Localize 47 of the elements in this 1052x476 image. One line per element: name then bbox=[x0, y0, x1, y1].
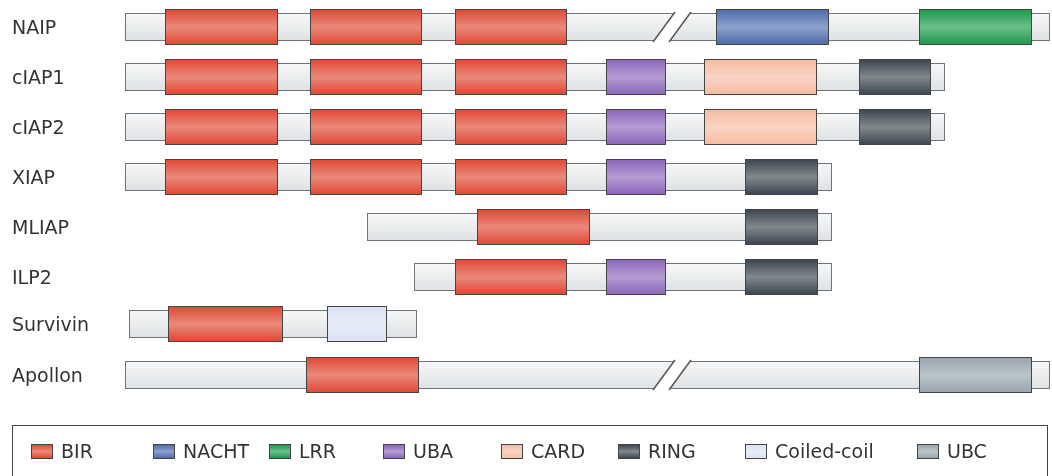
domain-box bbox=[745, 159, 818, 195]
legend-label: NACHT bbox=[183, 440, 250, 462]
legend-label: UBC bbox=[947, 440, 987, 462]
domain-box bbox=[919, 9, 1032, 45]
domain-box bbox=[165, 9, 278, 45]
protein-name: XIAP bbox=[12, 165, 56, 189]
domain-box bbox=[165, 109, 278, 145]
domain-box bbox=[310, 159, 422, 195]
domain-box bbox=[310, 59, 422, 95]
domain-box bbox=[704, 109, 817, 145]
protein-name: Apollon bbox=[12, 363, 83, 387]
domain-box bbox=[606, 259, 666, 295]
domain-box bbox=[310, 109, 422, 145]
legend-label: LRR bbox=[299, 440, 336, 462]
domain-box bbox=[745, 259, 818, 295]
protein-name: ILP2 bbox=[12, 265, 52, 289]
domain-box bbox=[455, 159, 567, 195]
domain-box bbox=[606, 59, 666, 95]
protein-name: cIAP2 bbox=[12, 115, 65, 139]
domain-box bbox=[306, 357, 419, 393]
protein-name: NAIP bbox=[12, 15, 57, 39]
protein-name: Survivin bbox=[12, 312, 89, 336]
domain-box bbox=[168, 306, 283, 342]
domain-box bbox=[310, 9, 422, 45]
legend-label: CARD bbox=[531, 440, 586, 462]
domain-box bbox=[455, 109, 567, 145]
domain-box bbox=[745, 209, 818, 245]
domain-box bbox=[919, 357, 1032, 393]
domain-box bbox=[455, 9, 567, 45]
domain-box bbox=[455, 59, 567, 95]
domain-box bbox=[859, 109, 931, 145]
domain-box bbox=[704, 59, 817, 95]
domain-box bbox=[327, 306, 387, 342]
domain-box bbox=[859, 59, 931, 95]
domain-box bbox=[606, 159, 666, 195]
domain-box bbox=[716, 9, 829, 45]
domain-box bbox=[455, 259, 567, 295]
legend-label: RING bbox=[648, 440, 696, 462]
protein-name: MLIAP bbox=[12, 215, 70, 239]
domain-box bbox=[165, 159, 278, 195]
legend-label: BIR bbox=[61, 440, 93, 462]
legend-label: Coiled-coil bbox=[775, 440, 874, 462]
protein-name: cIAP1 bbox=[12, 65, 65, 89]
domain-box bbox=[606, 109, 666, 145]
domain-box bbox=[477, 209, 590, 245]
legend-label: UBA bbox=[413, 440, 453, 462]
domain-box bbox=[165, 59, 278, 95]
